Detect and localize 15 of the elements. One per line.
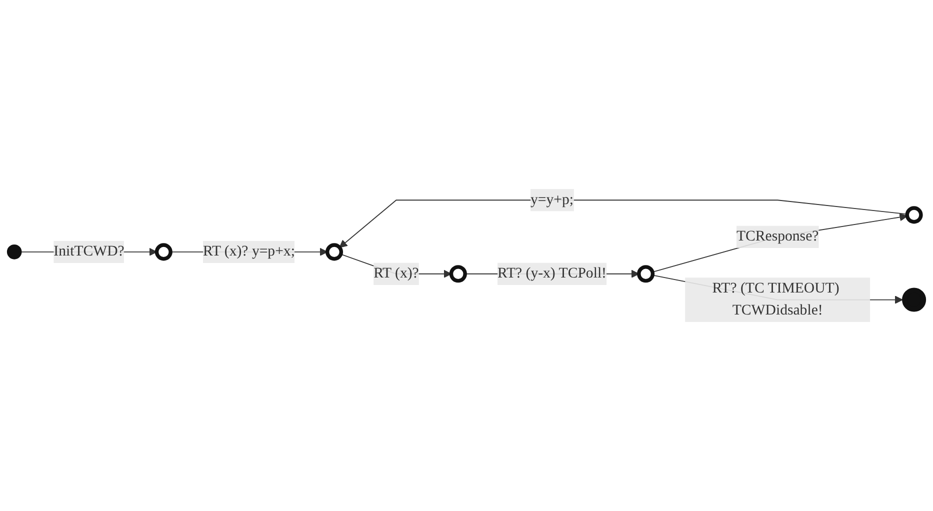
node-circle [154, 243, 172, 261]
edge-label: RT (x)? y=p+x; [202, 244, 295, 260]
node-dot [6, 244, 22, 260]
node-circle [325, 243, 344, 261]
edge-label: RT (x)? [374, 266, 419, 282]
edge-label: TCResponse? [736, 228, 819, 244]
arrow [652, 213, 908, 272]
edge-label: RT? (y-x) TCPoll! [497, 266, 606, 282]
node-bullseye [902, 288, 926, 312]
edge-label: RT? (TC TIMEOUT) TCWDidsable! [712, 280, 840, 318]
edge-label: y=y+p; [530, 192, 574, 208]
edge-label: InitTCWD? [54, 244, 124, 260]
node-circle [637, 265, 655, 283]
node-circle [905, 206, 923, 224]
node-circle [449, 265, 467, 283]
